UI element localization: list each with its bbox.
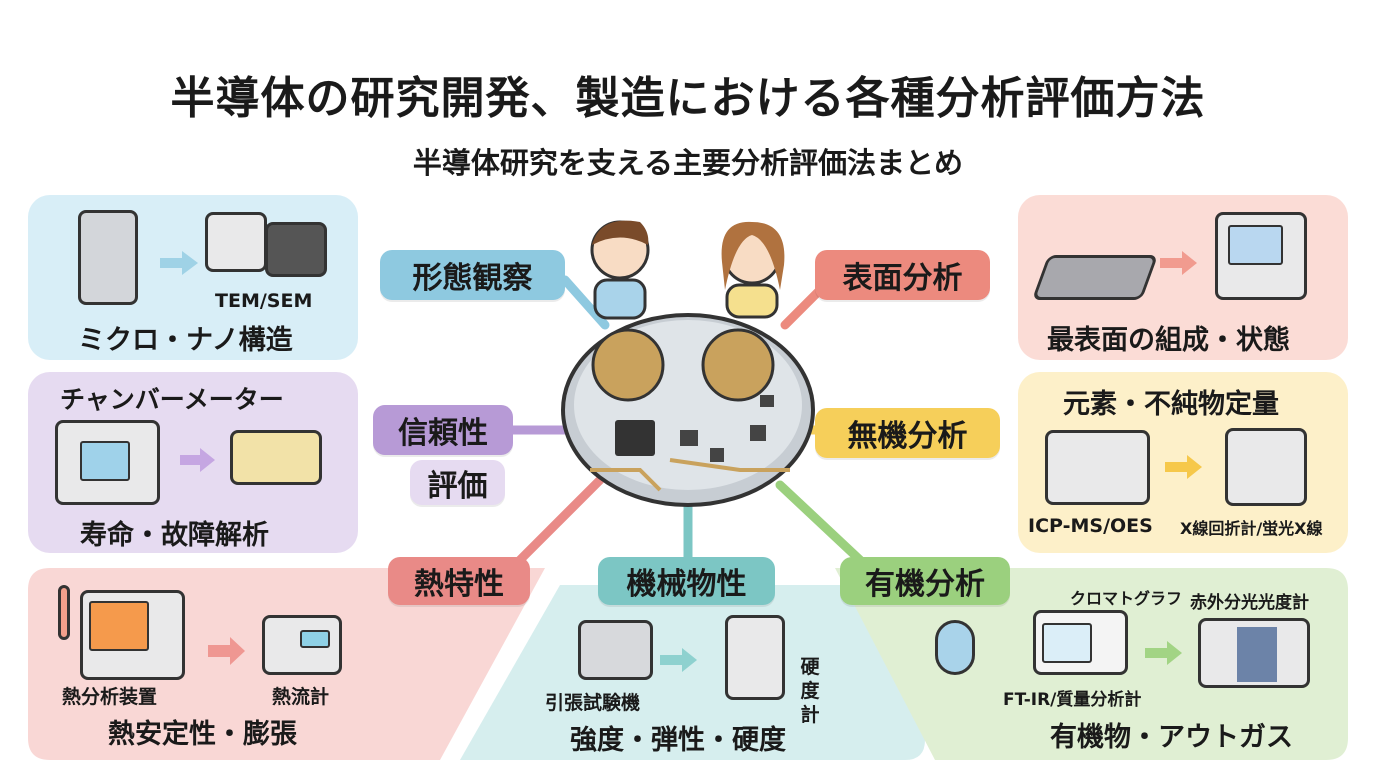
meter-icon (230, 430, 322, 485)
reliability-top-label: チャンバーメーター (60, 385, 284, 414)
tag-organic: 有機分析 (840, 557, 1010, 605)
researcher-girl-illustration (721, 221, 785, 319)
organic-summary: 有機物・アウトガス (1050, 722, 1293, 753)
ir-spectrometer-icon (1198, 618, 1310, 688)
icp-ms-icon (1045, 430, 1150, 505)
connector-thermal (515, 475, 605, 565)
page-title: 半導体の研究開発、製造における各種分析評価方法 (170, 73, 1206, 124)
connector-organic (775, 480, 865, 565)
hardness-tester-icon (725, 615, 785, 700)
panel-mechanical (460, 585, 925, 760)
inorganic-device1-label: ICP-MS/OES (1028, 515, 1153, 537)
microscope-icon (78, 210, 138, 305)
thermal-summary: 熱安定性・膨張 (108, 719, 297, 750)
tensile-tester-icon (578, 620, 653, 680)
tag-reliability-evaluation: 評価 (410, 460, 505, 505)
organic-device2-label: 赤外分光光度計 (1190, 593, 1309, 613)
tag-inorganic: 無機分析 (815, 408, 1000, 458)
page-subtitle: 半導体研究を支える主要分析評価法まとめ (412, 146, 964, 180)
organic-device1-label: クロマトグラフ (1070, 589, 1183, 608)
chamber-icon (55, 420, 160, 505)
morphology-device-label: TEM/SEM (215, 290, 313, 312)
researcher-icon (935, 620, 975, 675)
inorganic-top-label: 元素・不純物定量 (1063, 389, 1279, 420)
sample-stage-icon (1031, 255, 1159, 300)
mechanical-device2-label: 硬度計 (800, 656, 820, 726)
tem-device-icon (205, 212, 267, 272)
tag-mechanical: 機械物性 (598, 557, 775, 605)
tag-thermal: 熱特性 (388, 557, 530, 605)
chromatograph-icon (1033, 610, 1128, 675)
thermal-analyzer-icon (80, 590, 185, 680)
surface-summary: 最表面の組成・状態 (1047, 325, 1290, 356)
inorganic-device2-label: X線回折計/蛍光X線 (1180, 519, 1323, 538)
tag-reliability: 信頼性 (373, 405, 513, 455)
sem-monitor-icon (265, 222, 327, 277)
thermal-device2-label: 熱流計 (272, 686, 330, 708)
tag-surface: 表面分析 (815, 250, 990, 300)
researcher-boy-illustration (590, 220, 650, 320)
organic-device3-label: FT-IR/質量分析計 (1003, 690, 1142, 710)
thermal-device1-label: 熱分析装置 (62, 686, 158, 708)
connector-morphology (560, 275, 610, 330)
mechanical-device1-label: 引張試験機 (545, 692, 641, 714)
tag-morphology: 形態観察 (380, 250, 565, 300)
surface-analyzer-icon (1215, 212, 1307, 300)
mechanical-summary: 強度・弾性・硬度 (570, 725, 786, 756)
thermometer-icon (58, 585, 70, 640)
morphology-summary: ミクロ・ナノ構造 (78, 325, 293, 356)
reliability-summary: 寿命・故障解析 (80, 520, 269, 551)
xray-diffractometer-icon (1225, 428, 1307, 506)
heat-flow-meter-icon (262, 615, 342, 675)
wafer-illustration (561, 313, 815, 507)
